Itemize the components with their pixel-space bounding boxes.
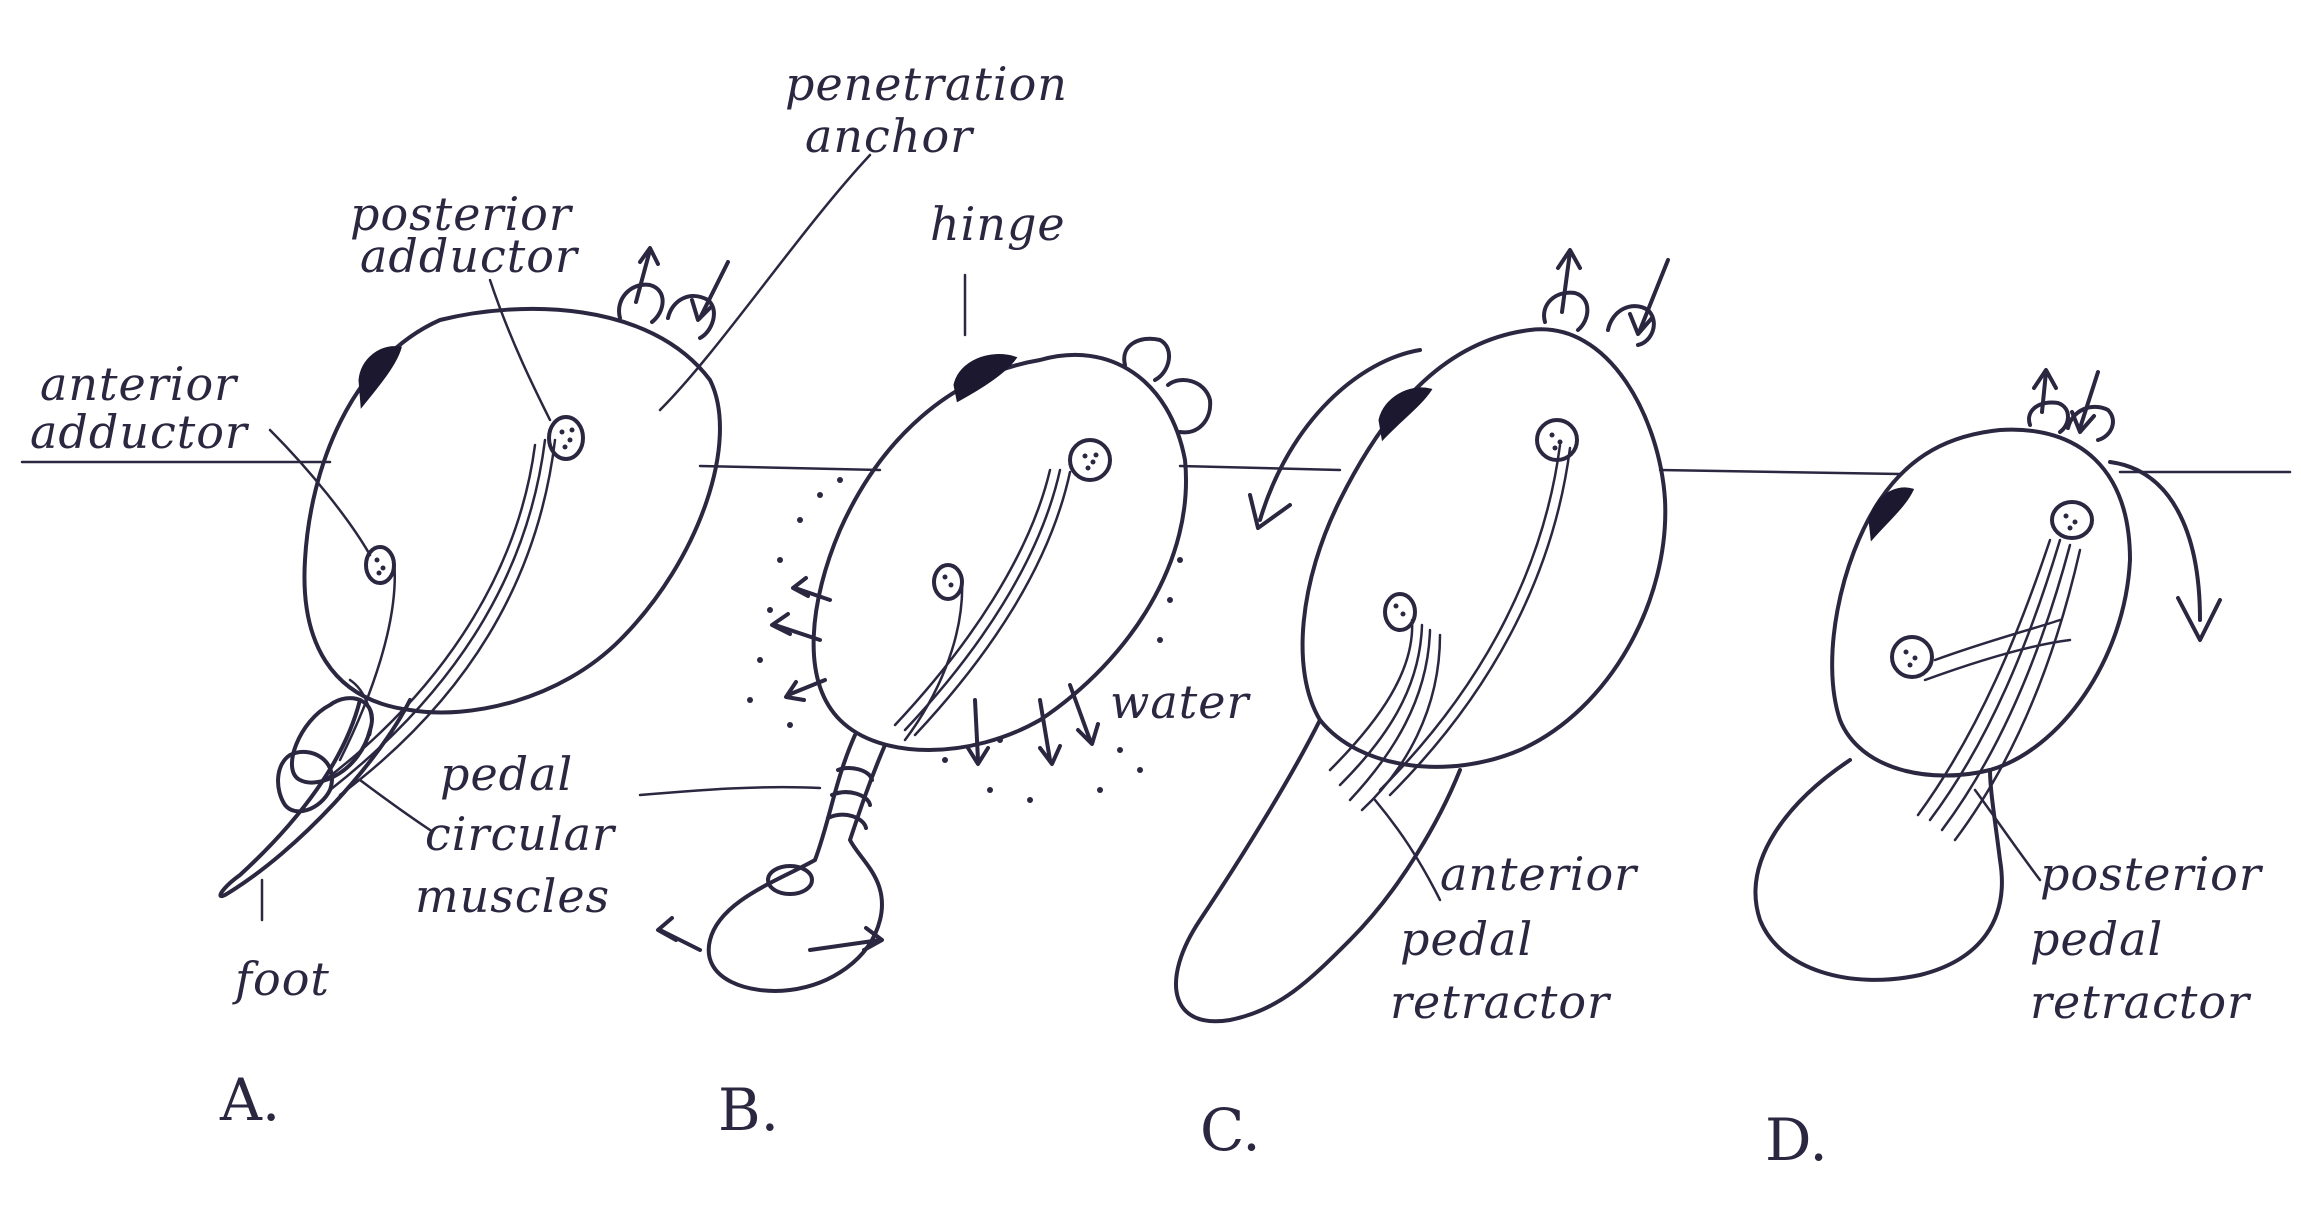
label-posterior-pedal-line2: pedal [2030,912,2163,966]
panel-label-d: D. [1765,1106,1828,1174]
label-posterior-adductor-line2: adductor [360,229,580,283]
label-water: water [1110,675,1252,729]
sediment-dots [747,477,1183,803]
panel-a-clam [218,246,730,899]
panel-letters: A. B. C. D. [219,1066,1828,1174]
panel-label-b: B. [718,1076,779,1144]
annotation-labels: penetration anchor posterior adductor an… [30,57,2264,1029]
panel-label-c: C. [1200,1096,1261,1164]
label-anterior-adductor-line1: anterior [40,357,239,411]
label-posterior-pedal-line1: posterior [2040,847,2264,901]
panel-b-clam [656,336,1213,993]
label-foot: foot [232,952,330,1006]
label-pedal-circular-line3: muscles [415,869,610,923]
label-pedal-circular-line1: pedal [440,747,573,801]
label-posterior-pedal-line3: retractor [2030,975,2252,1029]
label-hinge: hinge [930,197,1066,251]
leader-lines [260,153,2042,922]
label-posterior-adductor-line1: posterior [350,187,574,241]
label-anterior-adductor-line2: adductor [30,405,250,459]
sediment-surface-line [20,460,2292,476]
label-penetration-anchor-line1: penetration [785,57,1068,111]
label-pedal-circular-line2: circular [425,807,617,861]
label-anterior-pedal-line2: pedal [1400,912,1533,966]
panel-label-a: A. [219,1066,280,1134]
label-anterior-pedal-line3: retractor [1390,975,1612,1029]
panel-c-clam [1174,248,1670,1024]
label-anterior-pedal-line1: anterior [1440,847,1639,901]
panel-d-clam [1753,368,2222,982]
label-penetration-anchor-line2: anchor [805,109,975,163]
